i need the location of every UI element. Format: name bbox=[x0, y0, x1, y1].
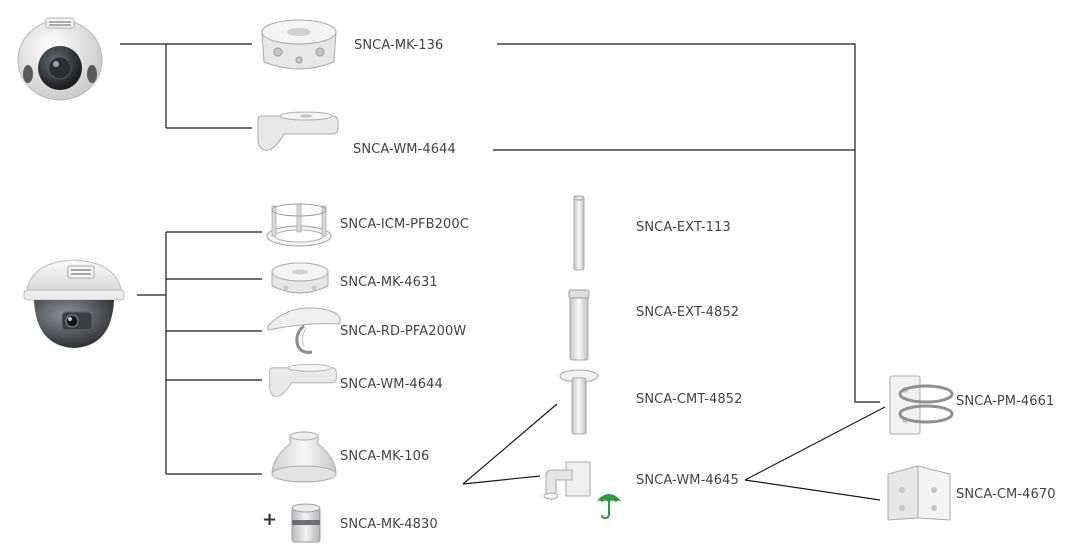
wire-mk106-cmt bbox=[462, 403, 558, 485]
rain-shield-rd-icon bbox=[267, 307, 341, 354]
wall-mount-wm4644-icon bbox=[257, 111, 339, 151]
ceiling-mount-cmt4852-icon bbox=[559, 369, 599, 435]
label-pm4661: SNCA-PM-4661 bbox=[956, 394, 1055, 409]
label-rd-pfa200w: SNCA-RD-PFA200W bbox=[340, 324, 467, 339]
label-mk4631: SNCA-MK-4631 bbox=[340, 275, 438, 290]
wire-mk106-wm4645 bbox=[462, 475, 541, 485]
label-wm4644-mid: SNCA-WM-4644 bbox=[340, 377, 443, 392]
adapter-mk4830-icon bbox=[291, 503, 321, 543]
ptz-dome-camera-icon bbox=[23, 259, 125, 348]
in-ceiling-mount-icm-icon bbox=[266, 203, 332, 247]
label-icm-pfb200c: SNCA-ICM-PFB200C bbox=[340, 217, 469, 232]
wire-wm4645-pm bbox=[744, 406, 886, 481]
pole-mount-pm4661-icon bbox=[889, 375, 954, 435]
plus-sign: + bbox=[262, 509, 278, 530]
extension-pole-ext4852-icon bbox=[568, 289, 590, 361]
label-cm4670: SNCA-CM-4670 bbox=[956, 487, 1056, 502]
label-wm4644-top: SNCA-WM-4644 bbox=[353, 142, 456, 157]
pendant-adapter-mk106-icon bbox=[271, 431, 337, 483]
label-cmt4852: SNCA-CMT-4852 bbox=[636, 392, 743, 407]
junction-box-mk4631-icon bbox=[271, 262, 329, 294]
label-mk4830: SNCA-MK-4830 bbox=[340, 517, 438, 532]
extension-pole-ext113-icon bbox=[573, 195, 585, 271]
label-ext113: SNCA-EXT-113 bbox=[636, 220, 731, 235]
umbrella-icon bbox=[596, 494, 622, 520]
mini-dome-camera-icon bbox=[17, 17, 103, 101]
label-mk136: SNCA-MK-136 bbox=[354, 38, 444, 53]
corner-mount-cm4670-icon bbox=[887, 465, 951, 521]
label-wm4645: SNCA-WM-4645 bbox=[636, 473, 739, 488]
junction-box-mk136-icon bbox=[261, 19, 337, 70]
wall-mount-wm4644-mid-icon bbox=[269, 364, 337, 397]
wall-mount-wm4645-icon bbox=[543, 461, 591, 500]
wire-wm4645-cm bbox=[744, 479, 881, 501]
label-mk106: SNCA-MK-106 bbox=[340, 449, 430, 464]
wire-mk136-right bbox=[497, 43, 880, 403]
label-ext4852: SNCA-EXT-4852 bbox=[636, 305, 740, 320]
